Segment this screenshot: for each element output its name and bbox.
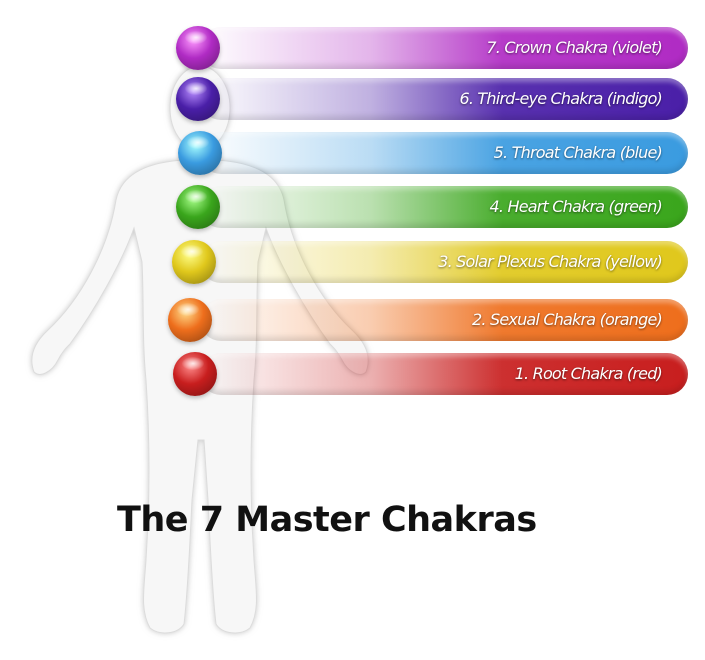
chakra-label: 1. Root Chakra (red) (514, 364, 663, 383)
chakra-bar: 2. Sexual Chakra (orange) (200, 299, 688, 341)
chakra-orb-icon (178, 131, 222, 175)
chakra-sexual: 2. Sexual Chakra (orange) (0, 298, 705, 342)
chakra-throat: 5. Throat Chakra (blue) (0, 131, 705, 175)
chakra-solar-plexus: 3. Solar Plexus Chakra (yellow) (0, 240, 705, 284)
chakra-orb-icon (168, 298, 212, 342)
chakra-heart: 4. Heart Chakra (green) (0, 185, 705, 229)
chakra-root: 1. Root Chakra (red) (0, 352, 705, 396)
chakra-label: 7. Crown Chakra (violet) (486, 38, 662, 57)
chakra-bar: 5. Throat Chakra (blue) (200, 132, 688, 174)
chakra-orb-icon (176, 26, 220, 70)
chakra-crown: 7. Crown Chakra (violet) (0, 26, 705, 70)
chakra-bar: 3. Solar Plexus Chakra (yellow) (200, 241, 688, 283)
chakra-label: 4. Heart Chakra (green) (489, 197, 663, 216)
chakra-orb-icon (172, 240, 216, 284)
chakra-orb-icon (173, 352, 217, 396)
chakra-bar: 4. Heart Chakra (green) (200, 186, 688, 228)
chakra-third-eye: 6. Third-eye Chakra (indigo) (0, 77, 705, 121)
chakra-label: 6. Third-eye Chakra (indigo) (459, 89, 662, 108)
chakra-label: 3. Solar Plexus Chakra (yellow) (438, 252, 663, 271)
chakra-bar: 7. Crown Chakra (violet) (200, 27, 688, 69)
diagram-title: The 7 Master Chakras (117, 500, 537, 540)
chakra-orb-icon (176, 185, 220, 229)
chakra-label: 2. Sexual Chakra (orange) (472, 310, 663, 329)
chakra-bar: 1. Root Chakra (red) (200, 353, 688, 395)
chakra-label: 5. Throat Chakra (blue) (493, 143, 663, 162)
chakra-orb-icon (176, 77, 220, 121)
chakra-bar: 6. Third-eye Chakra (indigo) (200, 78, 688, 120)
